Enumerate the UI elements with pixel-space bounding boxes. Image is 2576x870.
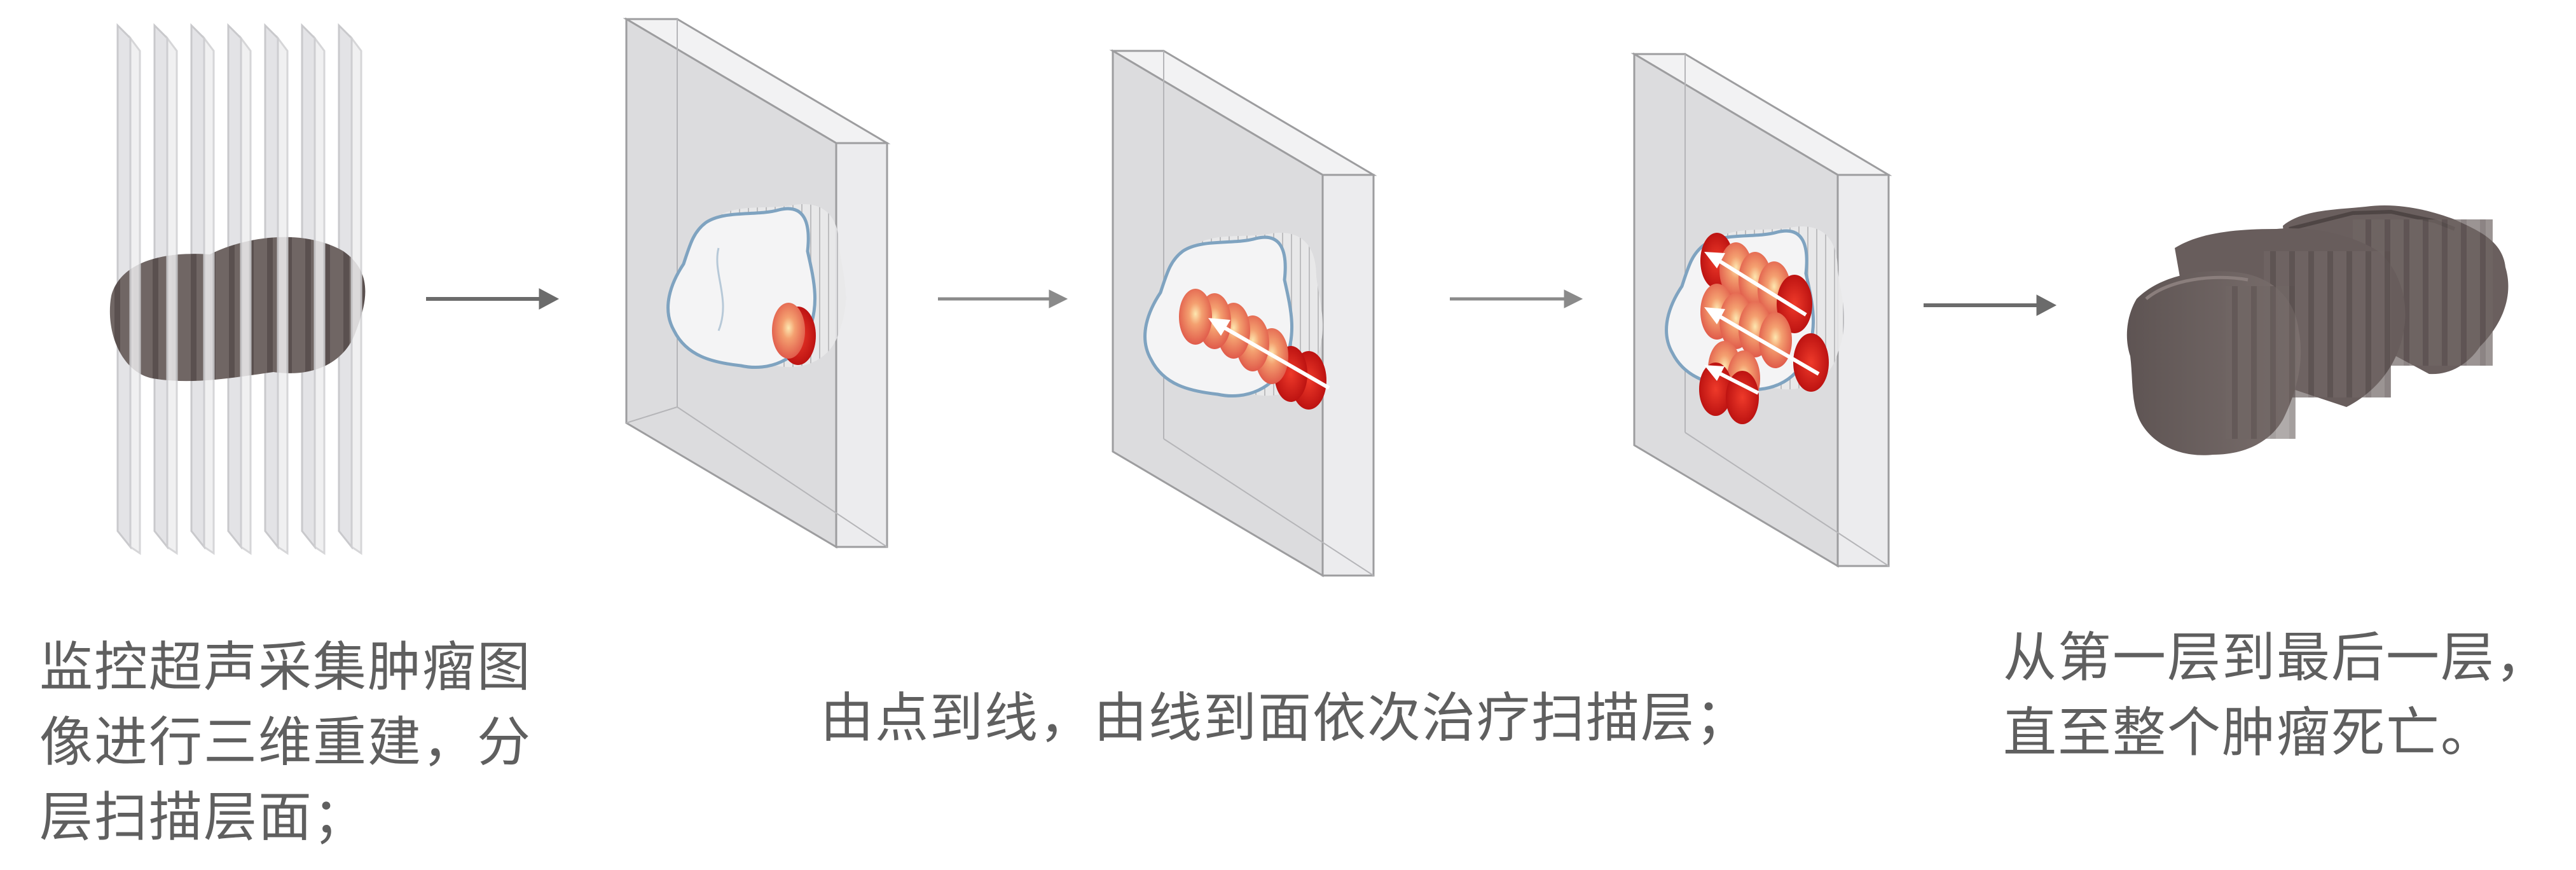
tumor-volume [109,237,366,382]
process-arrow-1 [426,288,560,310]
necrotic-tumor-icon [2126,205,2509,455]
step-2-caption: 由点到线，由线到面依次治疗扫描层； [820,680,1774,756]
step-3-caption-line: 从第一层到最后一层， [2003,626,2551,689]
treatment-arrow-icon [1208,318,1330,390]
treatment-arrows-icon [1704,252,1820,395]
tissue-slab-icon [623,17,891,549]
step-1-caption-line: 像进行三维重建，分 [39,711,532,773]
tissue-slab-line-icon [1109,49,1377,577]
process-arrow-2 [938,289,1068,308]
focal-spot-plane [1699,233,1829,424]
tissue-slab-plane-icon [1630,52,1892,568]
step-1-caption-line: 层扫描层面； [39,786,368,848]
process-arrow-4 [1924,294,2057,316]
process-arrow-3 [1450,289,1583,308]
step-3-caption: 从第一层到最后一层， 直至整个肿瘤死亡。 [2003,620,2575,770]
step-1-caption: 监控超声采集肿瘤图 像进行三维重建，分 层扫描层面； [39,630,612,855]
step-2-caption-line: 由点到线，由线到面依次治疗扫描层； [820,687,1751,749]
focal-spot-line [1179,289,1326,410]
focal-spot-icon [772,303,816,365]
step-3-caption-line: 直至整个肿瘤死亡。 [2003,701,2496,764]
step-1-caption-line: 监控超声采集肿瘤图 [39,636,532,698]
ultrasound-slices-icon [109,23,366,555]
